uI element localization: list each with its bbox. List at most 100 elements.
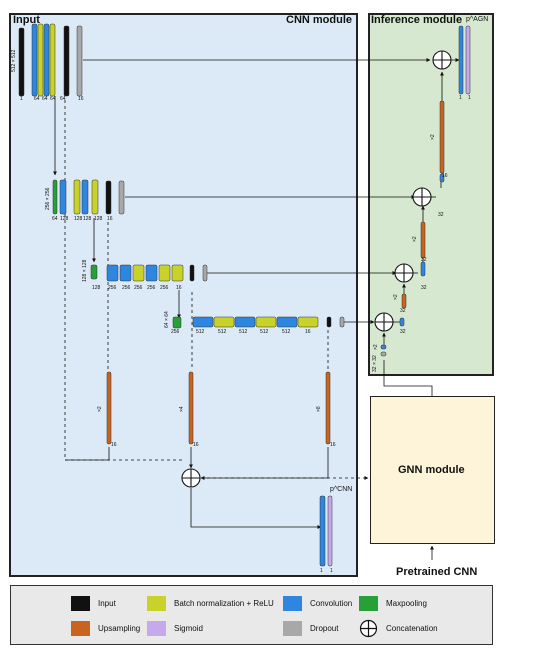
cnn-upsample-factor: ×4 (179, 406, 185, 412)
level1-block-3 (43, 23, 50, 97)
level3-block-6 (171, 264, 184, 282)
legend-upsampling-swatch (71, 621, 90, 636)
gnn-to-inference (383, 376, 433, 396)
gnn-module-panel (370, 396, 495, 544)
legend-sigmoid-swatch (147, 621, 166, 636)
concat-icon (359, 619, 378, 638)
side-line-3 (200, 447, 329, 480)
inference-block-2 (420, 221, 426, 259)
legend-dropout-swatch (283, 621, 302, 636)
level4-channel-label: 512 (218, 329, 227, 335)
inference-upsample-factor: ×2 (430, 134, 436, 140)
cnn-output-channel: 1 (320, 568, 323, 574)
cnn-upsample-channel: 16 (111, 442, 117, 448)
inference-block-4 (401, 293, 407, 309)
connection-lines (53, 58, 460, 560)
cnn-upsample-factor: ×2 (97, 406, 103, 412)
level2-channel-label: 128 (74, 216, 83, 222)
level1-channel-label: 64 (60, 96, 66, 102)
inference-channel-label: 32 (400, 308, 406, 314)
level2-block-5 (105, 180, 112, 215)
level2-block-1 (59, 179, 67, 215)
level4-block-8 (339, 316, 345, 328)
output-agn-label: p^AGN (466, 16, 488, 23)
concat-node-level3 (394, 263, 414, 283)
inference-upsample-factor: ×2 (393, 294, 399, 300)
level3-block-5 (158, 264, 171, 282)
legend-conv-swatch (283, 596, 302, 611)
legend-maxpool: Maxpooling (359, 596, 427, 611)
level1-block-6 (76, 25, 83, 97)
cnn-upsample-channel: 16 (330, 442, 336, 448)
inference-channel-label: 32 (400, 329, 406, 335)
layer-blocks (18, 23, 471, 567)
level4-block-3 (234, 316, 256, 328)
agn-output-channel: 1 (468, 95, 471, 101)
level4-block-0 (172, 316, 182, 329)
input-label: Input (13, 14, 40, 26)
level3-channel-label: 256 (147, 285, 156, 291)
level3-channel-label: 16 (176, 285, 182, 291)
inference-block-6 (380, 344, 387, 350)
level4-dim-label: 64 × 64 (164, 311, 170, 328)
level2-channel-label: 64 (52, 216, 58, 222)
level3-block-3 (132, 264, 145, 282)
legend-bn: Batch normalization + ReLU (147, 596, 274, 611)
legend-maxpool-swatch (359, 596, 378, 611)
level2-block-3 (81, 179, 89, 215)
legend-input-swatch (71, 596, 90, 611)
pretrained-cnn-label: Pretrained CNN (396, 566, 478, 578)
inference-upsample-factor: ×2 (373, 344, 379, 350)
level4-channel-label: 16 (305, 329, 311, 335)
cnn-upsample-factor: ×8 (316, 406, 322, 412)
level2-block-4 (91, 179, 99, 215)
agn-output-conv (458, 25, 464, 95)
level4-channel-label: 512 (196, 329, 205, 335)
level2-channel-label: 128 (60, 216, 69, 222)
concat-node-level1 (432, 50, 452, 70)
concat-node-cnn (181, 468, 201, 488)
concat-node-level4 (374, 312, 394, 332)
legend-dropout: Dropout (283, 621, 338, 636)
agn-output-sigmoid (465, 25, 471, 95)
legend-upsampling: Upsampling (71, 621, 140, 636)
level3-channel-label: 256 (160, 285, 169, 291)
inference-channel-label: 32 (421, 257, 427, 263)
level1-block-4 (49, 23, 56, 97)
concat-to-output (190, 488, 322, 529)
concat-node-level2 (412, 187, 432, 207)
level1-dim-label: 512 × 512 (11, 49, 17, 72)
legend: Input Batch normalization + ReLU Convolu… (10, 585, 493, 645)
level3-block-8 (202, 264, 208, 282)
level3-block-0 (90, 264, 98, 280)
level4-block-2 (213, 316, 235, 328)
inference-block-3 (420, 261, 426, 277)
level3-channel-label: 256 (122, 285, 131, 291)
cnn-upsample-block-2 (325, 371, 331, 445)
cnn-output-channel: 1 (330, 568, 333, 574)
level2-channel-label: 128 (83, 216, 92, 222)
level4-block-6 (297, 316, 319, 328)
level1-channel-label: 64 (34, 96, 40, 102)
legend-concat: Concatenation (359, 619, 438, 638)
level2-block-0 (52, 179, 58, 215)
level3-block-1 (106, 264, 119, 282)
level3-channel-label: 128 (92, 285, 101, 291)
inference-module-title: Inference module (371, 14, 463, 26)
level3-block-7 (189, 264, 195, 282)
level3-block-4 (145, 264, 158, 282)
level3-dim-label: 128 × 128 (82, 259, 88, 282)
gnn-module-label: GNN module (398, 464, 465, 476)
level4-block-5 (276, 316, 298, 328)
inference-block-5 (399, 317, 405, 327)
level1-block-0 (18, 27, 25, 97)
level3-channel-label: 256 (108, 285, 117, 291)
inference-channel-label: 16 (442, 173, 448, 179)
cnn-output-sigmoid (327, 495, 333, 567)
cnn-upsample-block-0 (106, 371, 112, 445)
cnn-output-conv (319, 495, 326, 567)
level4-channel-label: 512 (260, 329, 269, 335)
level2-block-2 (73, 179, 81, 215)
